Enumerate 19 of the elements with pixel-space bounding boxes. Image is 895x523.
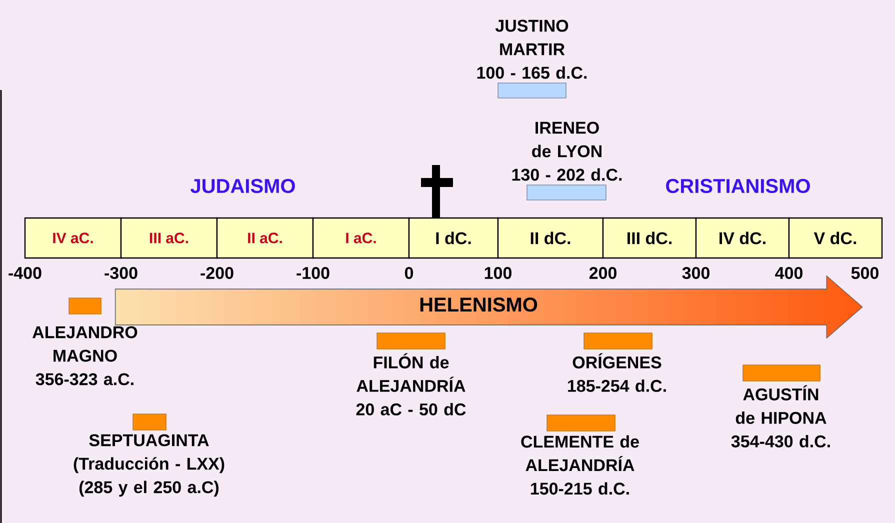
century-cell: IV aC. <box>24 217 122 259</box>
century-cell: V dC. <box>788 217 883 259</box>
century-cell: III aC. <box>120 217 218 259</box>
person-label: SEPTUAGINTA (Traducción - LXX) (285 y el 250 a.C) <box>74 434 224 497</box>
person-label: JUSTINO MARTIR 100 - 165 d.C. <box>477 20 587 79</box>
century-cell: II dC. <box>497 217 604 259</box>
century-cell: IV dC. <box>695 217 790 259</box>
person-label: CLEMENTE de ALEJANDRÍA 150-215 d.C. <box>521 435 639 495</box>
region-label: JUDAISMO <box>190 178 295 194</box>
century-cell: I aC. <box>312 217 410 259</box>
tick-label: -400 <box>8 266 42 280</box>
person-label: IRENEO de LYON 130 - 202 d.C. <box>512 122 622 181</box>
region-label: CRISTIANISMO <box>666 178 810 194</box>
century-cell: II aC. <box>216 217 314 259</box>
person-label: AGUSTÍN de HIPONA 354-430 d.C. <box>731 385 830 448</box>
person-label: ORÍGENES 185-254 d.C. <box>568 353 666 392</box>
century-cell: I dC. <box>408 217 499 259</box>
person-label: FILÓN de ALEJANDRÍA 20 aC - 50 dC <box>356 353 466 416</box>
century-cell: III dC. <box>602 217 697 259</box>
